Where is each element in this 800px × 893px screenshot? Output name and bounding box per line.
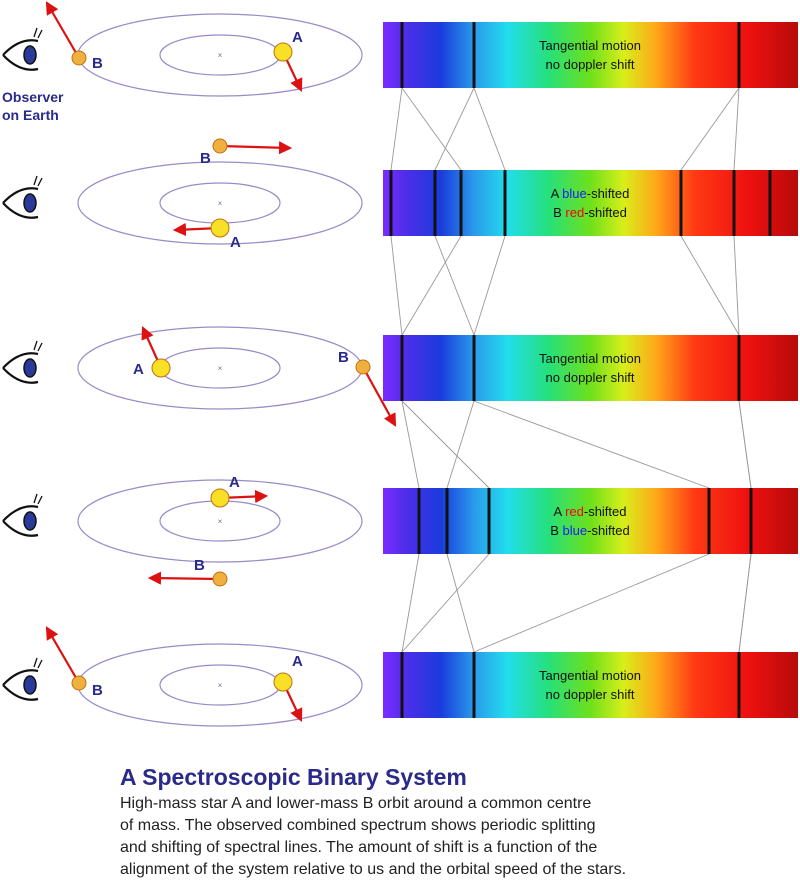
panel-5: × B A Tangential motion no doppler shift (2, 626, 798, 727)
centre-of-mass-mark: × (218, 364, 223, 373)
star-b (212, 571, 228, 587)
star-a-label: A (230, 234, 241, 251)
spectrum-label: A blue-shifted (551, 186, 630, 201)
spectral-line (749, 488, 753, 554)
star-a-label: A (229, 474, 240, 491)
star-a (210, 488, 230, 508)
outer-orbit (77, 161, 363, 245)
spectrum-label: B blue-shifted (550, 523, 630, 538)
description-line: alignment of the system relative to us a… (120, 861, 627, 878)
spectral-line-connectors (390, 87, 752, 653)
spectral-line (417, 488, 421, 554)
star-b (71, 675, 87, 691)
spectral-line (459, 170, 463, 236)
star-a (273, 42, 293, 62)
star-b-label: B (200, 150, 211, 167)
spectral-line (487, 488, 491, 554)
observer-label-line2: on Earth (2, 107, 59, 123)
observer-label: Observer on Earth (2, 88, 63, 124)
panel-2: × B A A blue-shifted B red-shifted (2, 138, 798, 251)
spectral-line (400, 22, 404, 88)
spectral-line (472, 652, 476, 718)
star-b (71, 50, 87, 66)
star-a (151, 358, 171, 378)
page-title: A Spectroscopic Binary System (120, 764, 467, 790)
spectrum-bar (383, 652, 798, 718)
description-line: of mass. The observed combined spectrum … (120, 817, 596, 834)
spectrum-label: Tangential motion (539, 668, 641, 683)
spectrum-label: Tangential motion (539, 38, 641, 53)
panel-3: × B A Tangential motion no doppler shift (2, 325, 798, 427)
panel-4: × B A A red-shifted B blue-shifted (2, 474, 798, 587)
observer-label-line1: Observer (2, 89, 64, 105)
spectrum-label: no doppler shift (546, 57, 635, 72)
velocity-arrow (45, 1, 80, 59)
star-a-label: A (292, 29, 303, 46)
spectral-line (389, 170, 393, 236)
spectral-line (707, 488, 711, 554)
star-b-label: B (338, 349, 349, 366)
spectrum-bar (383, 488, 798, 554)
spectrum-bar (383, 22, 798, 88)
star-b-label: B (92, 682, 103, 699)
spectrum-label: no doppler shift (546, 370, 635, 385)
spectrum-bar (383, 335, 798, 401)
description: High-mass star A and lower-mass B orbit … (120, 793, 780, 881)
centre-of-mass-mark: × (218, 517, 223, 526)
star-a (273, 672, 293, 692)
star-b (212, 138, 228, 154)
outer-orbit (77, 479, 363, 563)
description-line: and shifting of spectral lines. The amou… (120, 839, 598, 856)
spectrum-label: B red-shifted (553, 205, 627, 220)
star-b-label: B (194, 557, 205, 574)
caption: A Spectroscopic Binary System High-mass … (120, 764, 780, 881)
eye-icon (2, 175, 43, 219)
eye-icon (2, 493, 43, 537)
star-a (210, 218, 230, 238)
star-a-label: A (292, 653, 303, 670)
spectral-line (768, 170, 772, 236)
spectral-line (400, 335, 404, 401)
star-b (355, 359, 371, 375)
velocity-arrow (147, 571, 221, 585)
eye-icon (2, 340, 43, 384)
spectral-line (737, 22, 741, 88)
binary-diagram: × B A Tangential motion no doppler shift × B A A… (2, 1, 798, 727)
spectral-line (737, 335, 741, 401)
panel-1: × B A Tangential motion no doppler shift (2, 1, 798, 97)
spectrum-bar (383, 170, 798, 236)
centre-of-mass-mark: × (218, 199, 223, 208)
spectrum-label: no doppler shift (546, 687, 635, 702)
spectrum-label: Tangential motion (539, 351, 641, 366)
spectral-line (679, 170, 683, 236)
spectral-line (737, 652, 741, 718)
star-b-label: B (92, 55, 103, 72)
spectral-line (445, 488, 449, 554)
eye-icon (2, 657, 43, 701)
velocity-arrow (219, 141, 293, 155)
star-a-label: A (133, 361, 144, 378)
description-line: High-mass star A and lower-mass B orbit … (120, 795, 592, 812)
centre-of-mass-mark: × (218, 51, 223, 60)
spectrum-label: A red-shifted (553, 504, 626, 519)
velocity-arrow (362, 366, 397, 427)
spectral-line (503, 170, 507, 236)
centre-of-mass-mark: × (218, 681, 223, 690)
velocity-arrow (45, 626, 80, 684)
spectral-line (433, 170, 437, 236)
spectral-line (400, 652, 404, 718)
spectral-line (732, 170, 736, 236)
spectral-line (472, 335, 476, 401)
spectral-line (472, 22, 476, 88)
eye-icon (2, 27, 43, 71)
